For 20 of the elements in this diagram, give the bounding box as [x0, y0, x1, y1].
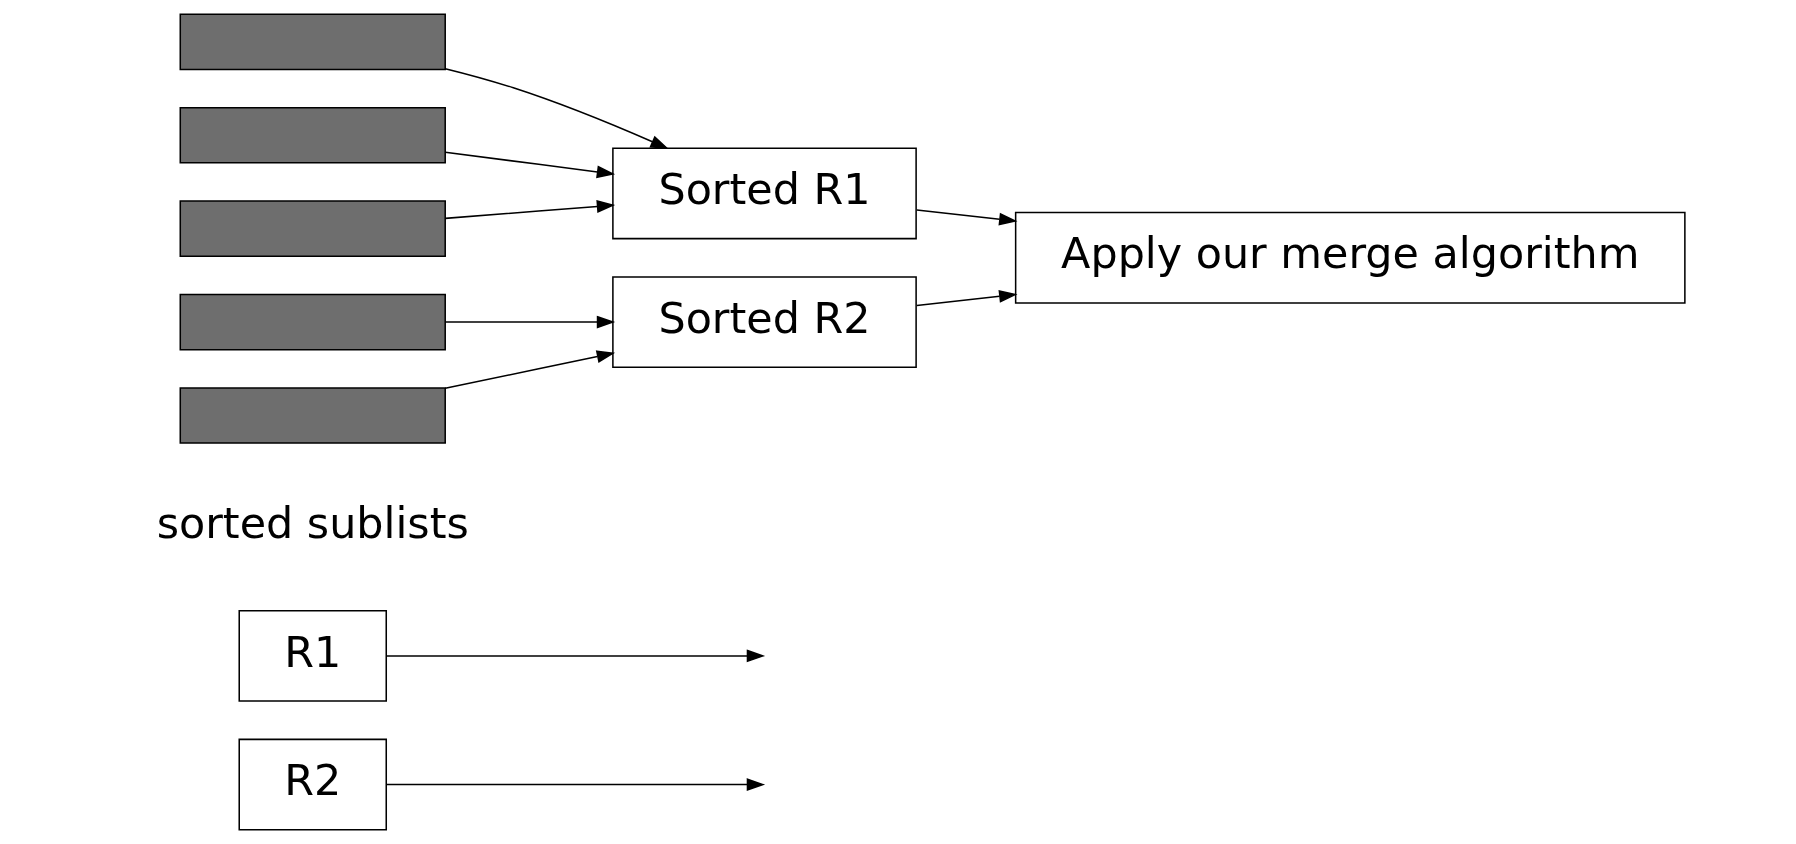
arrow — [915, 289, 1017, 307]
node-box: Sorted R2 — [611, 276, 917, 368]
arrow — [385, 778, 765, 791]
node-box: Sorted R1 — [611, 147, 917, 240]
arrow — [915, 209, 1017, 226]
arrow — [444, 151, 615, 179]
node-bar — [179, 200, 446, 257]
arrow — [444, 350, 615, 389]
node-box: R1 — [237, 610, 387, 702]
node-box: Apply our merge algorithm — [1014, 211, 1686, 304]
label: sorted sublists — [156, 497, 469, 548]
arrow — [444, 67, 669, 149]
node-box: R2 — [237, 738, 387, 831]
arrow — [444, 315, 615, 329]
node-bar — [179, 387, 446, 444]
arrow — [444, 200, 615, 220]
node-bar — [179, 13, 446, 71]
arrow — [385, 649, 765, 663]
node-bar — [179, 106, 446, 164]
node-bar — [179, 293, 446, 351]
